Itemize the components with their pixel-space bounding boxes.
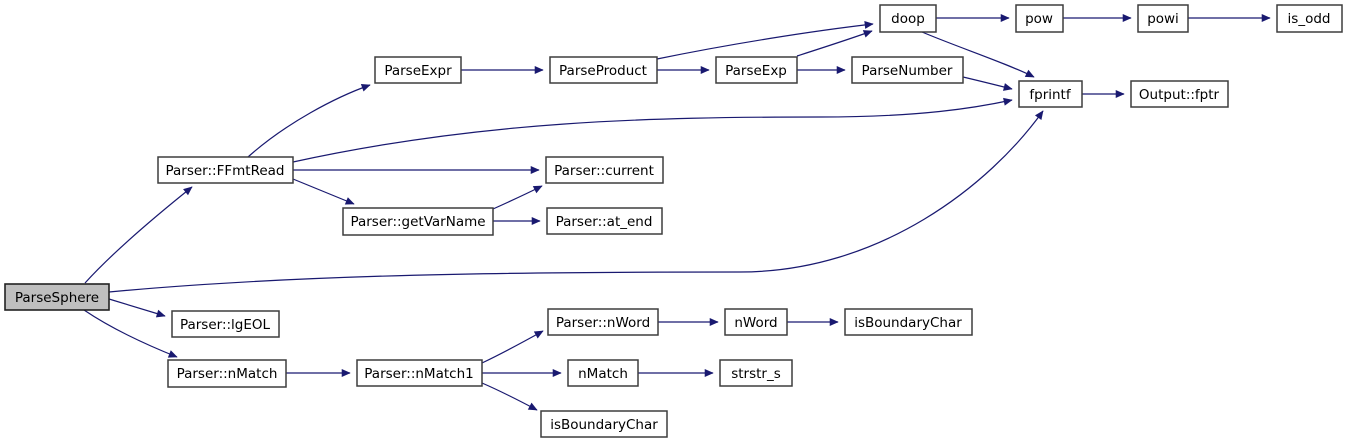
node-fprintf[interactable]: fprintf [1018,80,1083,108]
edge-nmatch1-isboundarychar2 [481,382,538,411]
node-fprintf-label: fprintf [1029,87,1071,103]
node-parser-at-end-label: Parser::at_end [556,214,653,230]
node-output-fptr[interactable]: Output::fptr [1130,80,1229,108]
node-parser-getvarname[interactable]: Parser::getVarName [342,207,494,236]
node-parser-nword[interactable]: Parser::nWord [547,308,659,336]
node-strstr-s-label: strstr_s [731,366,781,382]
edge-parseproduct-doop [656,21,874,60]
node-parser-lgeol-label: Parser::lgEOL [180,317,271,333]
edge-parsesphere-ffmtread [84,186,193,284]
node-pow[interactable]: pow [1015,4,1064,33]
node-isboundarychar-label: isBoundaryChar [854,315,962,331]
node-output-fptr-label: Output::fptr [1139,87,1220,103]
node-nmatch[interactable]: nMatch [567,359,639,387]
node-isboundarychar-2[interactable]: isBoundaryChar [540,410,668,438]
node-parseproduct[interactable]: ParseProduct [549,56,658,84]
node-parser-nmatch1-label: Parser::nMatch1 [364,366,473,382]
node-parseexpr-label: ParseExpr [384,63,452,79]
node-pow-label: pow [1025,11,1053,27]
node-powi[interactable]: powi [1137,4,1189,33]
edge-doop-fprintf [921,31,1035,78]
node-parser-nword-label: Parser::nWord [556,315,650,331]
node-nword[interactable]: nWord [724,308,788,336]
edge-parsesphere-lgeol [108,298,166,318]
edge-parsenumber-fprintf [962,76,1013,91]
node-parser-ffmtread-label: Parser::FFmtRead [165,163,284,179]
node-parser-current-label: Parser::current [554,163,654,179]
node-parser-nmatch[interactable]: Parser::nMatch [167,359,287,388]
node-parser-getvarname-label: Parser::getVarName [350,214,485,230]
edge-group [83,14,1271,411]
node-powi-label: powi [1147,11,1179,27]
node-parsesphere[interactable]: ParseSphere [4,283,110,311]
node-parseexp-label: ParseExp [725,63,787,79]
node-nword-label: nWord [734,315,777,331]
node-parser-current[interactable]: Parser::current [545,156,664,184]
node-parser-lgeol[interactable]: Parser::lgEOL [171,310,280,338]
node-parsesphere-label: ParseSphere [15,290,99,306]
node-parser-nmatch-label: Parser::nMatch [177,366,278,382]
node-parseexp[interactable]: ParseExp [715,56,798,84]
edge-parseexp-doop [796,30,873,57]
edge-parsesphere-fprintf [108,110,1044,293]
node-is-odd-label: is_odd [1288,11,1331,27]
node-doop[interactable]: doop [879,4,937,33]
node-nmatch-label: nMatch [578,366,628,382]
node-isboundarychar[interactable]: isBoundaryChar [844,308,973,336]
node-parseexpr[interactable]: ParseExpr [374,56,462,84]
node-isboundarychar-2-label: isBoundaryChar [550,417,658,433]
node-parseproduct-label: ParseProduct [559,63,647,79]
node-is-odd[interactable]: is_odd [1276,4,1343,33]
edge-parsesphere-nmatch [83,309,178,358]
node-parsenumber[interactable]: ParseNumber [851,56,964,84]
edge-getvarname-current [492,185,543,210]
edge-nmatch1-parsernword [481,330,544,364]
node-parser-ffmtread[interactable]: Parser::FFmtRead [157,156,294,184]
node-strstr-s[interactable]: strstr_s [719,359,793,387]
node-parsenumber-label: ParseNumber [862,63,953,79]
edge-ffmtread-fprintf [292,97,1013,163]
node-parser-nmatch1[interactable]: Parser::nMatch1 [356,359,483,387]
edge-ffmtread-parseexpr [247,84,371,158]
node-doop-label: doop [891,11,925,27]
node-parser-at-end[interactable]: Parser::at_end [546,207,663,235]
edge-ffmtread-getvarname [292,178,355,205]
